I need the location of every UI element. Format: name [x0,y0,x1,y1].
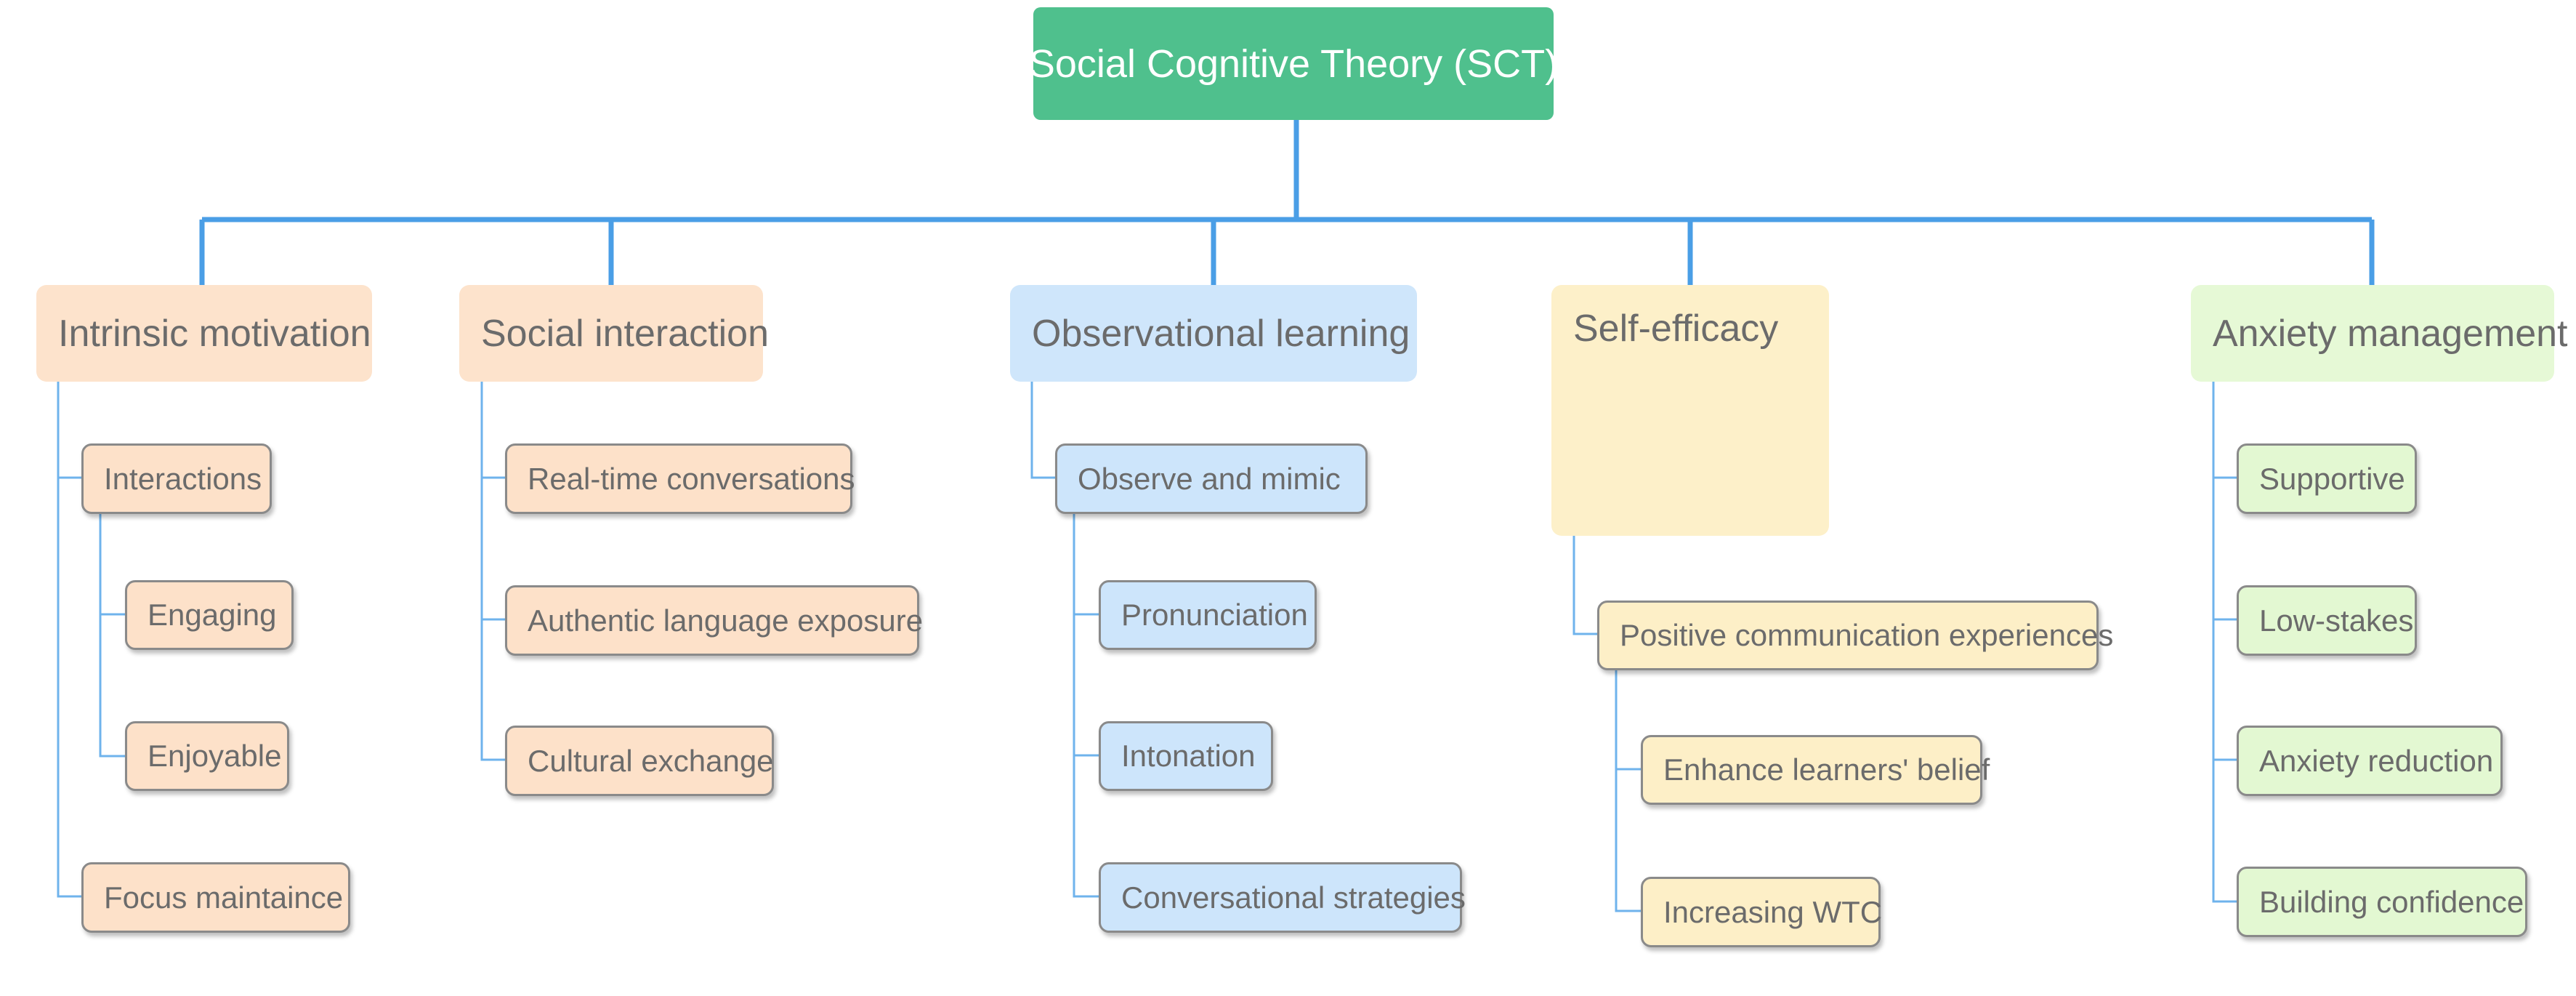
branch-observational-learning[interactable]: Observational learning [1010,285,1417,382]
branch-connectors [57,382,2237,912]
branch-anxiety-management[interactable]: Anxiety management [2191,285,2568,382]
node-cultural-exchange[interactable]: Cultural exchange [505,726,774,796]
node-interactions[interactable]: Interactions [81,443,272,514]
node-anxiety-reduction[interactable]: Anxiety reduction [2237,726,2503,796]
branch-social-interaction[interactable]: Social interaction [459,285,769,382]
node-enhance-learners-belief[interactable]: Enhance learners' belief [1641,735,1990,805]
root-node[interactable]: Social Cognitive Theory (SCT) [1029,7,1558,120]
node-positive-communication-experiences[interactable]: Positive communication experiences [1597,601,2113,670]
node-conversational-strategies[interactable]: Conversational strategies [1099,862,1466,933]
node-pronunciation[interactable]: Pronunciation [1099,580,1317,650]
node-increasing-wtc[interactable]: Increasing WTC [1641,877,1882,947]
main-connectors [199,120,2375,285]
node-observe-and-mimic[interactable]: Observe and mimic [1055,443,1368,514]
node-enjoyable[interactable]: Enjoyable [125,721,289,791]
branch-self-efficacy[interactable]: Self-efficacy [1551,285,1829,536]
node-intonation[interactable]: Intonation [1099,721,1273,791]
branch-intrinsic-motivation[interactable]: Intrinsic motivation [36,285,372,382]
node-authentic-language-exposure[interactable]: Authentic language exposure [505,585,923,656]
node-low-stakes[interactable]: Low-stakes [2237,585,2417,656]
node-supportive[interactable]: Supportive [2237,443,2417,514]
node-engaging[interactable]: Engaging [125,580,294,650]
node-real-time-conversations[interactable]: Real-time conversations [505,443,855,514]
node-focus-maintaince[interactable]: Focus maintaince [81,862,350,933]
node-building-confidence[interactable]: Building confidence [2237,867,2527,937]
